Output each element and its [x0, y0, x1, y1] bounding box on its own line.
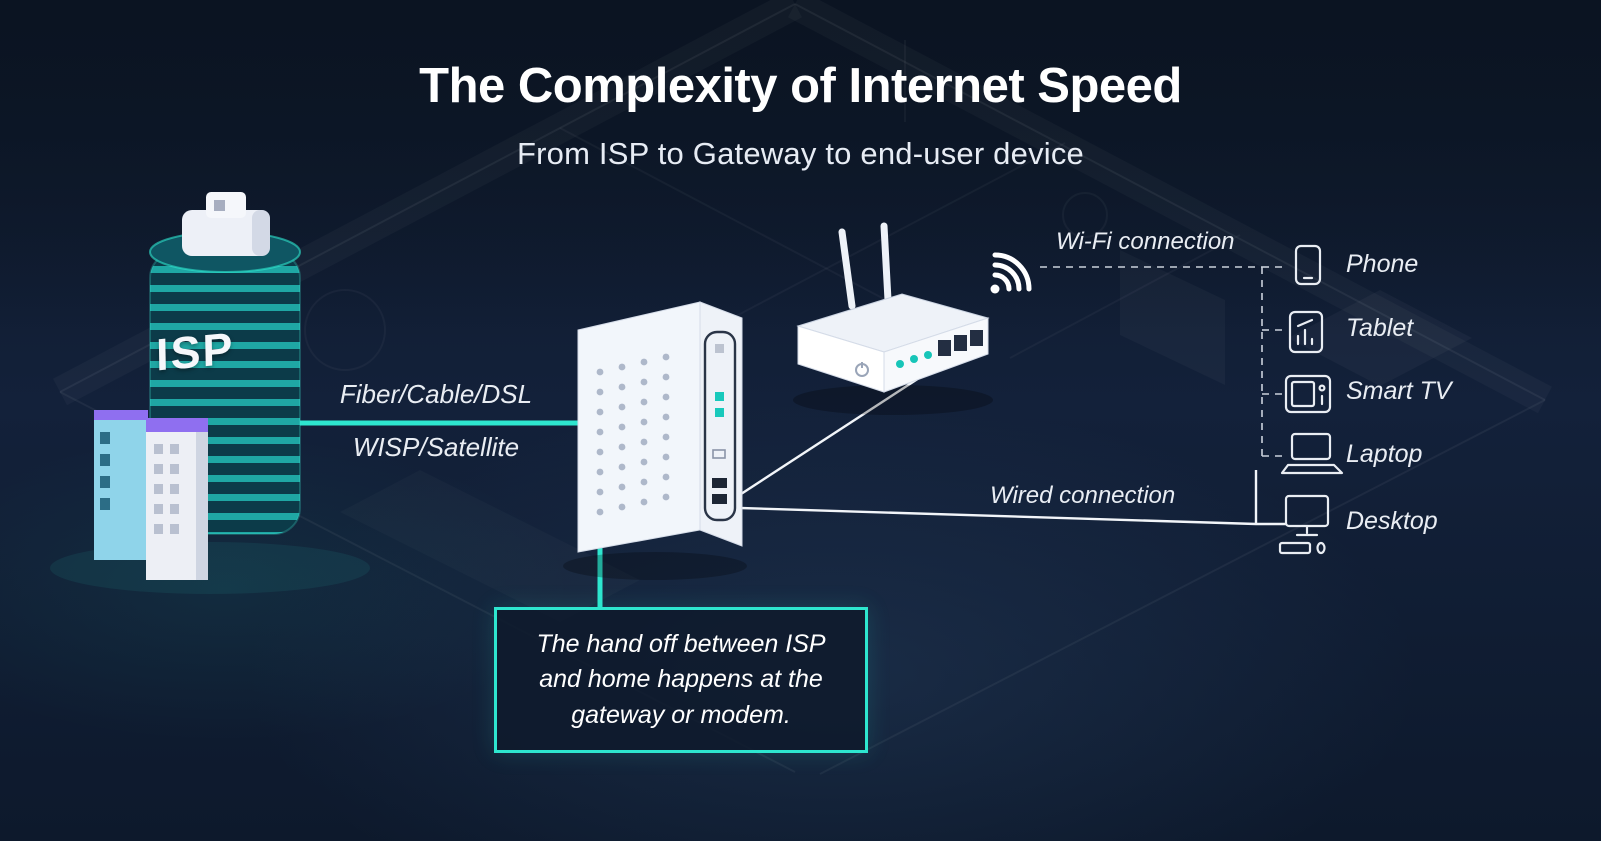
device-label-phone: Phone: [1346, 250, 1419, 278]
modem-device: [563, 301, 747, 580]
callout-text: The hand off between ISP and home happen…: [536, 629, 826, 729]
page-title: The Complexity of Internet Speed: [419, 59, 1182, 113]
wifi-connection-label: Wi-Fi connection: [1056, 228, 1235, 255]
callout-box: The hand off between ISP and home happen…: [494, 607, 868, 753]
power-icon: [855, 362, 869, 377]
tablet-icon: [1288, 310, 1324, 354]
smart-tv-icon: [1284, 374, 1332, 414]
laptop-icon: [1280, 432, 1344, 475]
router-device: [793, 222, 993, 415]
isp-building-label: ISP: [155, 322, 235, 381]
router-antenna-icon: [838, 222, 892, 310]
router-ports: [938, 330, 983, 356]
wired-connection-label: Wired connection: [990, 482, 1176, 509]
device-label-laptop: Laptop: [1346, 440, 1423, 468]
modem-vent-dots: [596, 353, 670, 516]
page-subtitle: From ISP to Gateway to end-user device: [516, 136, 1084, 171]
device-label-tablet: Tablet: [1346, 314, 1414, 342]
device-label-desktop: Desktop: [1346, 507, 1438, 535]
router-leds: [896, 351, 932, 368]
wifi-signal-icon: [990, 252, 1032, 294]
link-type-label-bottom: WISP/Satellite: [352, 432, 520, 462]
wifi-dashed-line: [1040, 266, 1288, 457]
phone-icon: [1294, 244, 1322, 286]
link-type-label-top: Fiber/Cable/DSL: [339, 379, 533, 409]
desktop-icon: [1278, 494, 1330, 555]
wired-line: [739, 470, 1286, 526]
modem-status-panel: [703, 330, 737, 522]
small-buildings: [94, 410, 208, 580]
isp-building: [50, 192, 370, 594]
device-label-smart-tv: Smart TV: [1346, 377, 1452, 405]
